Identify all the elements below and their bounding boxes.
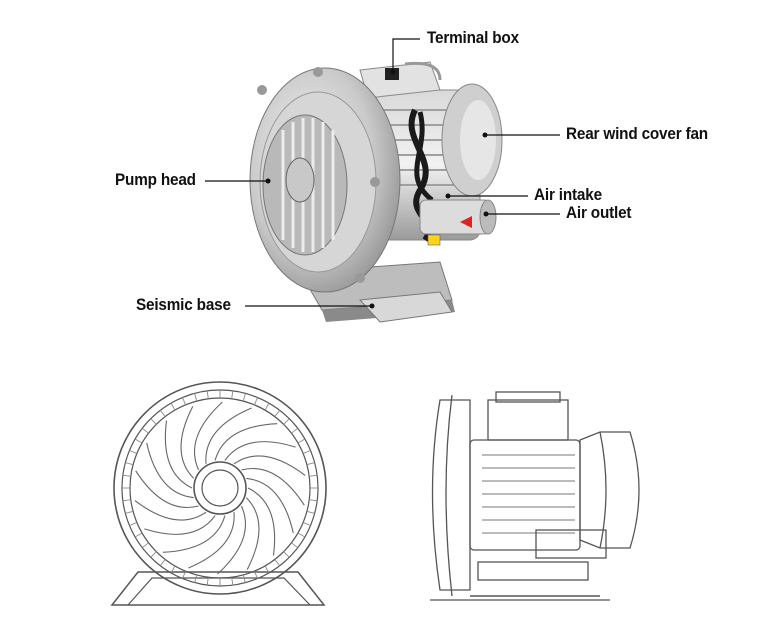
impeller-rim-fin	[129, 450, 138, 455]
blower-side-sketch	[430, 391, 640, 601]
impeller-vane	[134, 500, 207, 521]
label-air-outlet: Air outlet	[566, 203, 632, 222]
impeller-rim-fin	[302, 521, 311, 526]
impeller-rim-fin	[206, 390, 209, 399]
impeller-vane	[162, 515, 226, 553]
impeller-rim-fin	[150, 418, 157, 425]
impeller-front-sketch	[110, 381, 327, 606]
impeller-rim-fin	[122, 474, 131, 477]
impeller-rim-fin	[309, 499, 318, 502]
impeller-vane	[205, 407, 252, 464]
impeller-vane	[135, 470, 199, 508]
impeller-vane	[146, 442, 194, 499]
impeller-vane	[214, 423, 278, 461]
impeller-rim-fin	[297, 438, 306, 444]
impeller-rim-fin	[264, 565, 270, 574]
impeller-rim-fin	[253, 397, 258, 406]
impeller-vane	[224, 441, 296, 461]
impeller-rim-fin	[182, 397, 187, 406]
impeller-vane	[246, 477, 294, 534]
pump-head-part	[249, 67, 401, 293]
impeller-rim-fin	[134, 532, 143, 538]
impeller-rim-fin	[231, 577, 234, 586]
impeller-rim-fin	[306, 462, 315, 466]
label-terminal-box: Terminal box	[427, 28, 519, 47]
impeller-vane	[164, 420, 193, 489]
impeller-rim-fin	[182, 570, 187, 579]
impeller-rim-fin	[142, 542, 149, 549]
impeller-rim-fin	[134, 438, 143, 444]
impeller-rim-fin	[194, 393, 198, 402]
impeller-rim-fin	[264, 402, 270, 411]
impeller-rim-fin	[129, 521, 138, 526]
leader-lines	[205, 38, 560, 307]
impeller-rim-fin	[291, 427, 298, 434]
impeller-vane	[217, 505, 247, 575]
impeller-vane	[247, 487, 276, 556]
label-pump-head: Pump head	[115, 170, 196, 189]
impeller-rim-fin	[206, 577, 209, 586]
impeller-rim-fin	[274, 559, 281, 566]
leader-dots	[265, 69, 489, 309]
impeller-rim-fin	[306, 510, 315, 514]
impeller-rim-fin	[170, 565, 176, 574]
impeller-vane	[193, 401, 223, 471]
impeller-vanes	[134, 401, 306, 575]
impeller-vane	[245, 497, 260, 570]
impeller-rim-fin	[159, 559, 166, 566]
impeller-rim-fin	[142, 427, 149, 434]
impeller-rim-fin	[297, 532, 306, 538]
impeller-vane	[233, 455, 306, 476]
label-rear-wind-cover-fan: Rear wind cover fan	[566, 124, 708, 143]
impeller-rim-fin	[159, 410, 166, 417]
impeller-rim-fin	[242, 574, 246, 583]
impeller-rim-fin	[274, 410, 281, 417]
impeller-rim-fin	[122, 499, 131, 502]
impeller-rim-fin	[283, 551, 290, 558]
leader-terminal-box	[392, 38, 420, 72]
impeller-rim-fin	[283, 418, 290, 425]
impeller-rim-fin	[253, 570, 258, 579]
blower-photo	[249, 61, 503, 323]
label-seismic-base: Seismic base	[136, 295, 231, 314]
impeller-vane	[144, 515, 216, 535]
impeller-rim-fin	[291, 542, 298, 549]
impeller-rim-fin	[125, 510, 134, 514]
impeller-rim-fin	[309, 474, 318, 477]
label-air-intake: Air intake	[534, 185, 602, 204]
impeller-rim-fin	[150, 551, 157, 558]
impeller-rim-fin	[125, 462, 134, 466]
impeller-rim-fin	[242, 393, 246, 402]
impeller-vane	[180, 406, 195, 479]
impeller-rim-fin	[194, 574, 198, 583]
impeller-rim-fin	[231, 390, 234, 399]
impeller-vane	[188, 512, 235, 569]
impeller-rim-fins	[122, 390, 318, 586]
impeller-rim-fin	[170, 402, 176, 411]
impeller-vane	[241, 468, 305, 506]
impeller-rim-fin	[302, 450, 311, 455]
